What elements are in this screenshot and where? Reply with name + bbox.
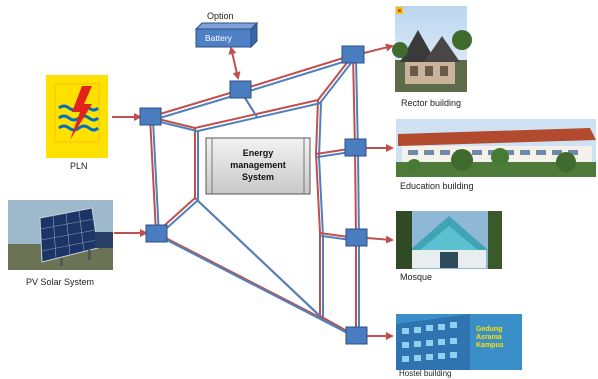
ems-label-line-2: management (230, 160, 286, 170)
arrows (112, 43, 394, 340)
battery-icon (194, 21, 259, 49)
arrow-rector (363, 43, 394, 54)
mosque-label: Mosque (400, 272, 433, 282)
arrow-mosque (366, 235, 394, 244)
option-label: Option (207, 11, 234, 21)
education-building-image (396, 119, 596, 177)
node-mosque (345, 228, 368, 247)
hostel-sign-line-1: Gedung (476, 326, 503, 333)
hostel-building-image (396, 314, 522, 370)
mosque-image (396, 211, 502, 269)
pln-logo (46, 75, 108, 158)
hostel-sign-line-2: Asrama (476, 334, 502, 341)
education-building-label: Education building (400, 181, 474, 191)
node-pv (145, 224, 168, 243)
inner-loop (194, 98, 321, 319)
ems-label-line-1: Energy (242, 148, 274, 158)
hostel-sign-line-3: Kampus (476, 342, 504, 349)
node-rector (341, 45, 365, 64)
ems-box (205, 137, 311, 195)
pv-solar-image (8, 200, 113, 270)
network-lines (149, 53, 360, 341)
battery-label: Battery (205, 33, 232, 43)
ems-label-line-3: System (241, 172, 275, 182)
node-pln (139, 107, 162, 126)
hostel-sign: Gedung Asrama Kampus (476, 326, 504, 350)
rector-building-image (392, 6, 472, 92)
rector-building-label: Rector building (401, 98, 462, 108)
arrow-battery (228, 46, 241, 80)
pln-label: PLN (70, 161, 88, 171)
node-hostel (345, 326, 368, 345)
hostel-building-label: Hostel building (399, 369, 452, 378)
node-education (344, 138, 367, 157)
node-battery (229, 80, 252, 99)
pv-solar-label: PV Solar System (26, 277, 95, 287)
outer-ring (149, 53, 357, 338)
ems-label: Energy management System (206, 147, 310, 183)
nodes (139, 45, 368, 345)
